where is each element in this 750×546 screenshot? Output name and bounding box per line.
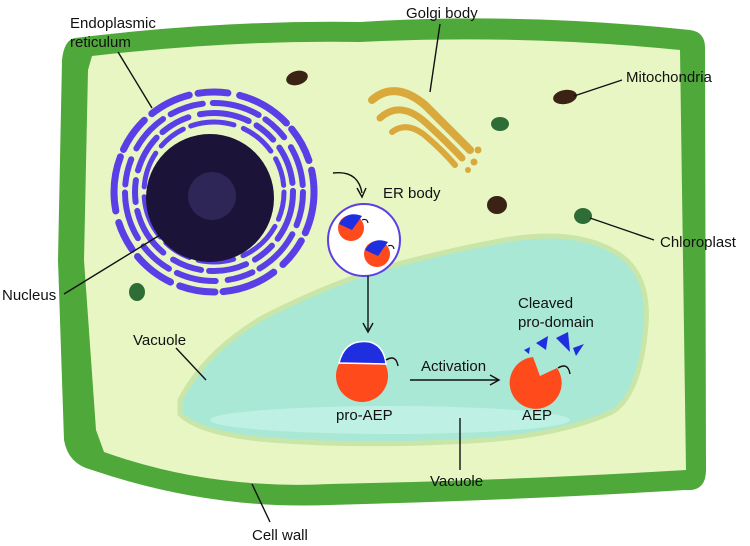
leader-cell-wall [251, 483, 271, 523]
chloroplast [574, 208, 592, 224]
leader-chloroplast [589, 217, 655, 241]
label-er: Endoplasmic reticulum [70, 15, 160, 51]
label-pro-aep: pro-AEP [336, 407, 393, 424]
label-nucleus: Nucleus [2, 287, 56, 304]
label-activation: Activation [421, 358, 486, 375]
mitochondrion [553, 89, 577, 105]
mitochondrion [286, 70, 308, 86]
label-vacuole-bottom: Vacuole [430, 473, 483, 490]
er-body [327, 203, 401, 277]
label-aep: AEP [522, 407, 552, 424]
golgi-body [368, 87, 482, 173]
leader-vacuole-left [175, 347, 207, 381]
mitochondrion [487, 196, 507, 214]
leader-nucleus [63, 234, 161, 295]
label-er-body: ER body [383, 185, 441, 202]
label-vacuole-left: Vacuole [133, 332, 186, 349]
cleaved-prodomain-fragments [524, 332, 584, 356]
nucleolus [188, 172, 236, 220]
label-chloroplast: Chloroplast [660, 234, 737, 251]
label-mitochondria: Mitochondria [626, 69, 713, 86]
chloroplast-group [129, 117, 592, 301]
chloroplast [491, 117, 509, 131]
chloroplast [129, 283, 145, 301]
er-to-er-body-arrow [332, 171, 363, 194]
aep-molecule [509, 357, 571, 409]
leader-golgi [429, 23, 441, 93]
leader-er [117, 51, 153, 109]
leader-mitochondria [573, 79, 623, 97]
pro-aep-molecule [336, 340, 399, 402]
mitochondria-group [286, 70, 577, 214]
label-cell-wall: Cell wall [252, 527, 308, 544]
nucleus [146, 134, 274, 262]
endoplasmic-reticulum [110, 88, 318, 296]
label-cleaved-prodomain: Cleaved pro-domain [518, 295, 594, 331]
label-golgi: Golgi body [406, 5, 478, 22]
vacuole-highlight [210, 406, 570, 434]
